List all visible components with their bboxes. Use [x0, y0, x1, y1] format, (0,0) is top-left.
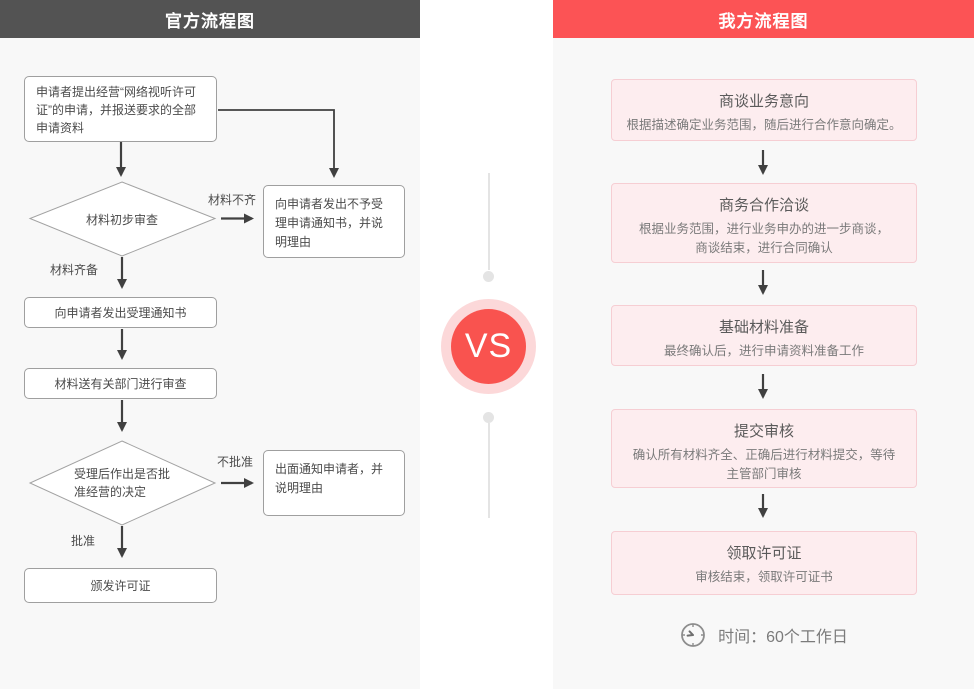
our-flow-title: 我方流程图 [718, 11, 809, 31]
our-flow-header: 我方流程图 [553, 0, 974, 38]
official-flow-header: 官方流程图 [0, 0, 420, 38]
time-note-row: 时间：60个工作日 [611, 620, 917, 650]
node-decision-initial-review: 材料初步审查 [85, 213, 158, 227]
step-title: 商务合作洽谈 [718, 197, 809, 214]
step-desc: 根据业务范围，进行业务申办的进一步商谈， 商谈结束，进行合同确认 [638, 222, 889, 255]
divider-line-top [488, 173, 490, 270]
step-card-3: 基础材料准备 最终确认后，进行申请资料准备工作 [611, 305, 917, 366]
step-card-4: 提交审核 确认所有材料齐全、正确后进行材料提交，等待 主管部门审核 [611, 409, 917, 488]
step-desc: 确认所有材料齐全、正确后进行材料提交，等待 主管部门审核 [632, 448, 896, 481]
edge-label-complete: 材料齐备 [50, 263, 99, 277]
step-desc: 审核结束，领取许可证书 [695, 570, 833, 584]
clock-icon [681, 623, 705, 647]
divider-dot-top [483, 271, 494, 282]
node-reject-inform: 出面通知申请者，并说明理由 [263, 450, 405, 516]
vs-badge: VS [441, 299, 536, 394]
step-title: 领取许可证 [726, 545, 802, 562]
step-desc: 最终确认后，进行申请资料准备工作 [663, 344, 864, 358]
node-decision-approval: 受理后作出是否批准经营的决定 [74, 467, 171, 499]
arrow-start-to-reject-notice [218, 109, 339, 178]
official-flow-panel: 官方流程图 申请者提出经营“网络视听许可证”的申请，并报送要求的全部申请 [0, 0, 420, 689]
edge-label-rejected: 不批准 [217, 455, 254, 469]
vs-label: VS [451, 309, 526, 384]
node-accept-notice: 向申请者发出受理通知书 [24, 297, 217, 328]
step-desc: 根据描述确定业务范围，随后进行合作意向确定。 [626, 118, 902, 132]
step-title: 提交审核 [733, 423, 794, 440]
divider-line-bottom [488, 423, 490, 518]
our-flow-panel: 我方流程图 商谈业务意向 根据描述确定业务范围，随后进行合作意向确定。 商务合作… [553, 0, 974, 689]
edge-label-approved: 批准 [71, 534, 96, 548]
step-title: 商谈业务意向 [718, 93, 809, 110]
step-title: 基础材料准备 [718, 319, 809, 336]
step-card-5: 领取许可证 审核结束，领取许可证书 [611, 531, 917, 595]
edge-label-incomplete: 材料不齐 [208, 193, 257, 207]
node-dept-review: 材料送有关部门进行审查 [24, 368, 217, 399]
divider-dot-bottom [483, 412, 494, 423]
step-card-1: 商谈业务意向 根据描述确定业务范围，随后进行合作意向确定。 [611, 79, 917, 141]
node-issue-license: 颁发许可证 [24, 568, 217, 603]
time-note: 时间：60个工作日 [718, 629, 848, 646]
step-card-2: 商务合作洽谈 根据业务范围，进行业务申办的进一步商谈， 商谈结束，进行合同确认 [611, 183, 917, 263]
node-reject-notice: 向申请者发出不予受理申请通知书，并说明理由 [263, 185, 405, 258]
official-flow-title: 官方流程图 [165, 11, 255, 31]
node-start: 申请者提出经营“网络视听许可证”的申请，并报送要求的全部申请资料 [24, 76, 217, 142]
